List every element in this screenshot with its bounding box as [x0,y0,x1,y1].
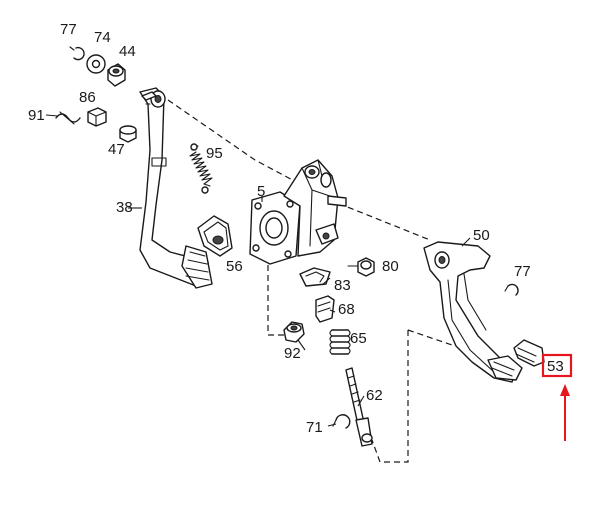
nut-80[interactable] [347,257,375,277]
brake-pedal-38[interactable] [139,87,213,289]
highlight-53[interactable]: 53 [541,353,573,441]
callout-62[interactable]: 62 [366,387,383,404]
callout-65[interactable]: 65 [350,330,367,347]
clip-71[interactable] [332,414,351,429]
bushing-47[interactable] [119,125,137,143]
pedal-pad-56[interactable] [197,215,233,257]
washer-74[interactable] [86,54,106,74]
circlip-77-top[interactable] [69,46,85,61]
callout-86[interactable]: 86 [79,89,96,106]
circlip-77-right[interactable] [504,283,519,296]
plunger-68[interactable] [315,295,335,323]
callout-53[interactable]: 53 [547,358,564,375]
callout-77-top[interactable]: 77 [60,21,77,38]
clutch-pedal-50[interactable] [423,241,523,383]
bushing-44[interactable] [107,63,126,87]
pedal-pad-53[interactable] [513,339,545,367]
callout-95[interactable]: 95 [206,145,223,162]
clip-83[interactable] [299,267,331,287]
callout-labels: 77 74 44 91 86 47 95 38 5 56 83 80 68 92… [28,21,531,436]
callout-77-right[interactable]: 77 [514,263,531,280]
callout-68[interactable]: 68 [338,301,355,318]
callout-5[interactable]: 5 [257,183,265,200]
callout-80[interactable]: 80 [382,258,399,275]
spring-65[interactable] [329,329,351,355]
pedal-bracket-5[interactable] [249,159,347,265]
assembly-lines [167,99,453,463]
bush-92[interactable] [283,321,305,343]
callout-91[interactable]: 91 [28,107,45,124]
callout-83[interactable]: 83 [334,277,351,294]
pushrod-62[interactable] [345,367,373,447]
spring-95[interactable] [189,143,213,194]
clip-91[interactable] [55,111,81,125]
callout-44[interactable]: 44 [119,43,136,60]
callout-50[interactable]: 50 [473,227,490,244]
callout-47[interactable]: 47 [108,141,125,158]
callout-56[interactable]: 56 [226,258,243,275]
leader-lines [45,114,471,427]
callout-92[interactable]: 92 [284,345,301,362]
bushing-86[interactable] [87,107,107,127]
callout-38[interactable]: 38 [116,199,133,216]
highlight-box [541,353,573,378]
callout-71[interactable]: 71 [306,419,323,436]
callout-74[interactable]: 74 [94,29,111,46]
highlight-arrow [560,384,570,441]
